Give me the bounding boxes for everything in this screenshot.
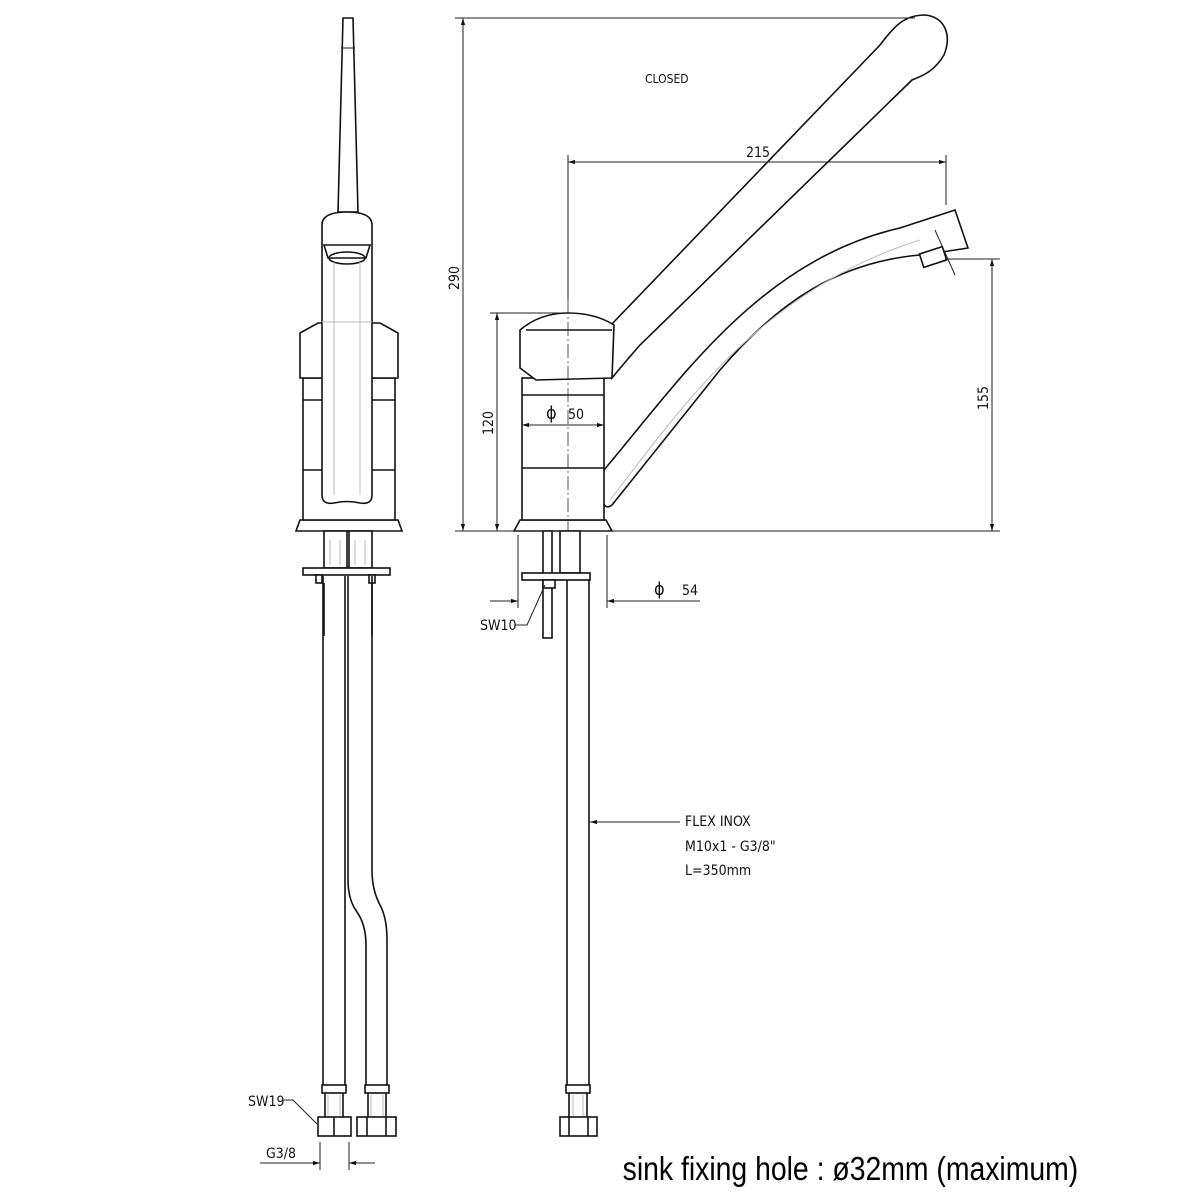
side-body bbox=[521, 377, 605, 521]
spout bbox=[601, 208, 970, 508]
front-mounting-plate bbox=[302, 567, 391, 576]
dimensions: 290 215 120 155 ϕ 50 ϕ 54 SW10 FLEX INOX… bbox=[447, 17, 1000, 879]
sw10-label: SW10 bbox=[480, 618, 516, 634]
front-hose-left bbox=[322, 576, 346, 1085]
sw10-nut bbox=[542, 579, 556, 589]
front-view: SW19 G3/8 bbox=[248, 17, 404, 1170]
flex-hose-spec-line3: L=350mm bbox=[685, 863, 751, 879]
flex-hose-spec-line2: M10x1 - G3/8" bbox=[685, 839, 776, 855]
g38-label: G3/8 bbox=[266, 1146, 296, 1162]
side-mounting-plate bbox=[521, 572, 591, 581]
side-nut bbox=[559, 1116, 598, 1137]
side-cartridge-cap bbox=[519, 312, 615, 381]
closed-state-label: CLOSED bbox=[645, 72, 689, 86]
dim-290-label: 290 bbox=[447, 266, 463, 290]
sw19-label: SW19 bbox=[248, 1094, 284, 1110]
dim-54-label: 54 bbox=[682, 583, 698, 599]
dim-155-label: 155 bbox=[976, 386, 992, 410]
front-hose-right bbox=[347, 576, 388, 1085]
aerator bbox=[918, 245, 948, 269]
side-view bbox=[512, 14, 970, 1137]
dim-50-symbol: ϕ bbox=[546, 403, 557, 424]
dim-50-label: 50 bbox=[568, 407, 584, 423]
sink-fixing-hole-note: sink fixing hole : ø32mm (maximum) bbox=[623, 1150, 1079, 1188]
lever-handle bbox=[609, 14, 949, 381]
dim-54-symbol: ϕ bbox=[654, 579, 665, 600]
front-base-flange bbox=[294, 519, 404, 532]
front-nut-right bbox=[356, 1116, 397, 1137]
front-lever-stem bbox=[337, 17, 359, 213]
dim-215-label: 215 bbox=[746, 145, 770, 161]
flex-hose-spec-line1: FLEX INOX bbox=[685, 814, 751, 830]
side-base-flange bbox=[512, 519, 614, 532]
side-hose bbox=[566, 580, 590, 1085]
dim-120-label: 120 bbox=[481, 411, 497, 435]
